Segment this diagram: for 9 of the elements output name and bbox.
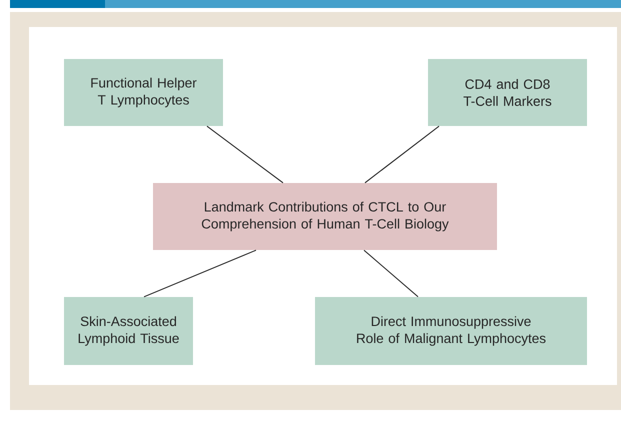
central-box: Landmark Contributions of CTCL to Our Comprehension of Human T-Cell Biology bbox=[153, 183, 497, 250]
connector-line bbox=[364, 126, 440, 184]
topic-box: Functional Helper T Lymphocytes bbox=[64, 59, 223, 126]
connector-line bbox=[144, 250, 256, 298]
connector-line bbox=[206, 126, 284, 184]
topic-box: Direct Immunosuppressive Role of Malignant Lymphocytes bbox=[315, 297, 587, 365]
connector-line bbox=[364, 250, 418, 298]
topic-box: Skin-Associated Lymphoid Tissue bbox=[64, 297, 193, 365]
topic-box: CD4 and CD8 T-Cell Markers bbox=[428, 59, 587, 126]
